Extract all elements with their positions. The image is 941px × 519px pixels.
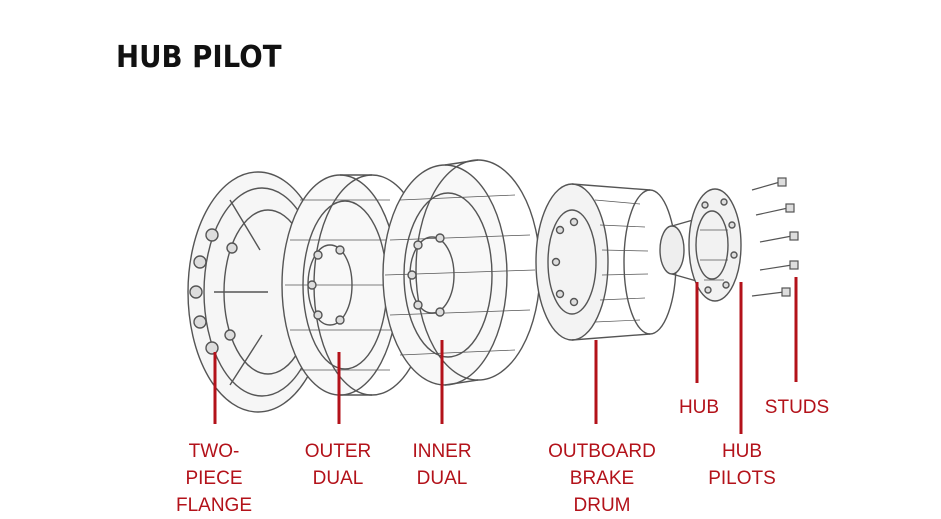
label-hub: HUB: [678, 397, 720, 418]
hub-part: [659, 188, 742, 302]
label-hub-pilots: HUB PILOTS: [708, 441, 776, 489]
label-studs: STUDS: [764, 397, 830, 418]
leader-lines: [213, 277, 798, 434]
outboard-brake-drum-part: [535, 183, 677, 341]
outer-dual-wheel-part: [281, 174, 431, 396]
label-two-piece-flange: TWO- PIECE FLANGE: [175, 441, 253, 516]
label-outboard-brake-drum: OUTBOARD BRAKE DRUM: [548, 441, 656, 516]
page-title: HUB PILOT: [116, 40, 282, 75]
inner-dual-wheel-part: [382, 159, 541, 386]
label-outer-dual: OUTER DUAL: [304, 441, 372, 489]
studs-part: [751, 177, 799, 297]
label-inner-dual: INNER DUAL: [412, 441, 472, 489]
